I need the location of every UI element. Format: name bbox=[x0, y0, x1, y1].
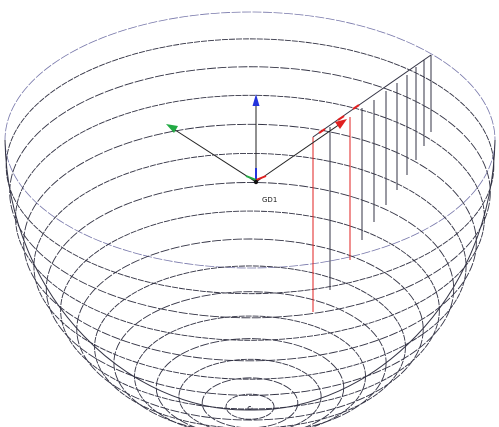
section-tick-mark bbox=[337, 115, 345, 121]
bowl-ring bbox=[60, 210, 440, 410]
origin-point-icon[interactable] bbox=[253, 179, 259, 185]
x-axis-line bbox=[255, 123, 341, 183]
z-axis-arrow-icon bbox=[252, 94, 260, 106]
section-tick-mark bbox=[318, 128, 326, 134]
bowl-ring bbox=[9, 66, 491, 319]
origin-mini-y bbox=[245, 175, 257, 181]
sectional-plane-lines bbox=[312, 54, 432, 312]
bowl-ring bbox=[247, 406, 253, 410]
section-plane-top-edge bbox=[312, 54, 432, 138]
bowl-ring bbox=[5, 38, 495, 295]
bowl-ring bbox=[155, 338, 345, 427]
bowl-ring bbox=[225, 393, 275, 420]
bowl-wireframe-rings bbox=[4, 11, 496, 427]
y-axis-line bbox=[171, 127, 257, 183]
bowl-ring bbox=[76, 238, 424, 421]
origin-mini-x bbox=[255, 175, 267, 181]
x-axis-arrow-icon bbox=[335, 119, 347, 129]
bowl-ring bbox=[33, 152, 467, 380]
bowl-ring bbox=[201, 377, 299, 427]
bowl-silhouette bbox=[4, 139, 496, 411]
bowl-ring bbox=[15, 94, 485, 341]
coordinate-system-label: GD1 bbox=[262, 196, 277, 204]
bowl-ring bbox=[23, 123, 477, 362]
y-axis-arrow-icon bbox=[166, 124, 178, 133]
bowl-ring bbox=[45, 182, 455, 396]
coordinate-system-triad[interactable]: GD1 bbox=[166, 94, 347, 204]
bowl-ring bbox=[178, 358, 322, 427]
bowl-ring bbox=[4, 11, 496, 269]
bowl-ring bbox=[94, 265, 406, 427]
section-tick-mark bbox=[352, 104, 360, 110]
